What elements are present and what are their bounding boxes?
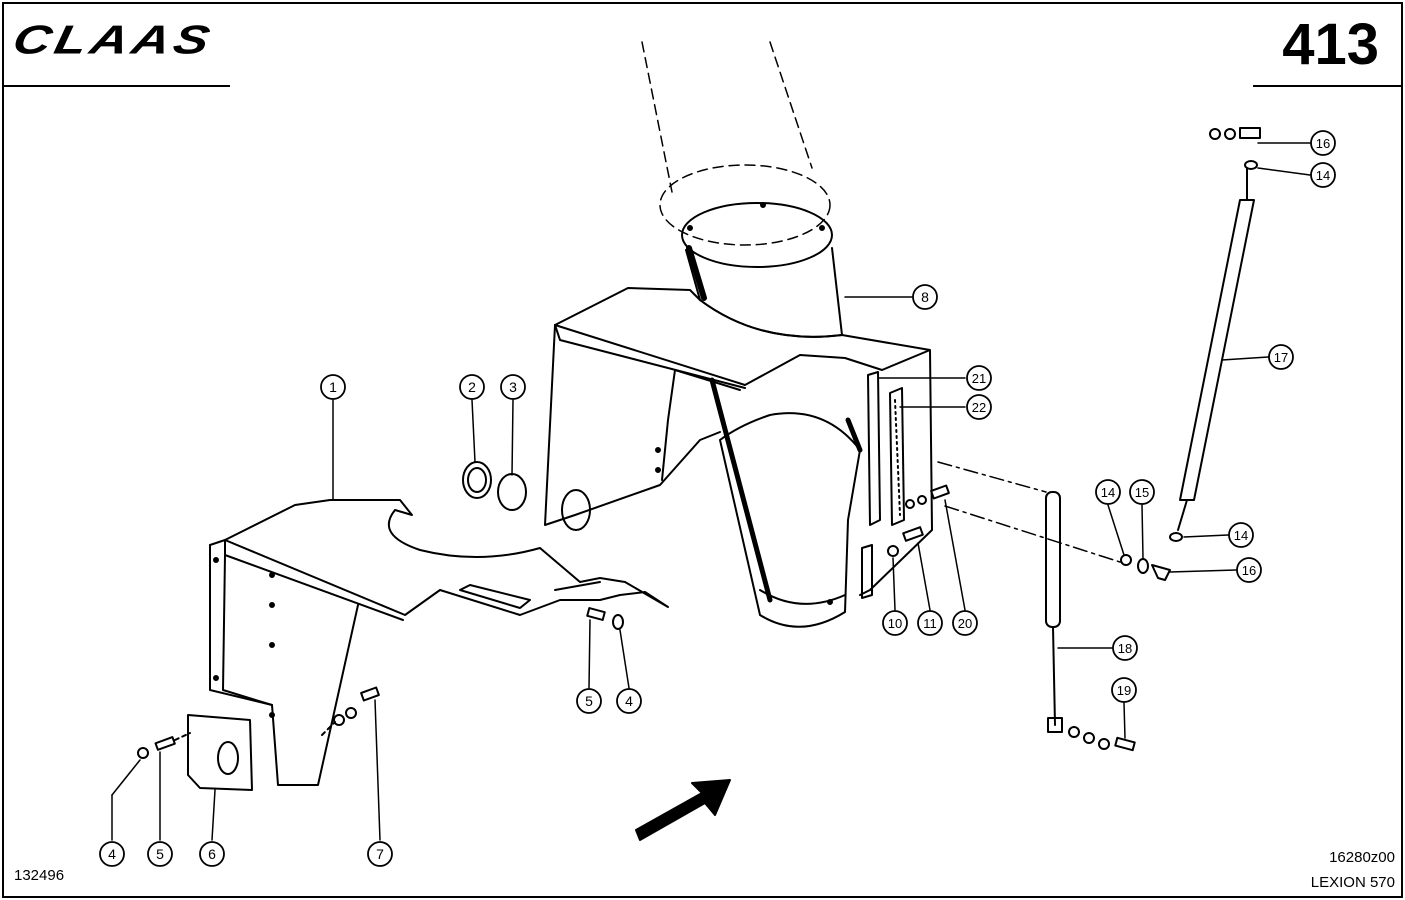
ring-seal-3: [497, 473, 527, 511]
hood-housing: [544, 287, 933, 628]
spout-upper-part-8: [681, 202, 843, 338]
cover-plate-6: [187, 714, 253, 791]
svg-text:10: 10: [888, 616, 902, 631]
svg-text:20: 20: [958, 616, 972, 631]
svg-text:14: 14: [1101, 485, 1115, 500]
svg-text:1: 1: [329, 379, 337, 395]
callout-7: 7: [367, 841, 393, 867]
support-rod-17: [1120, 127, 1261, 581]
callout-20: 20: [952, 610, 978, 636]
callout-5: 5: [576, 688, 602, 714]
leader-lines: [111, 142, 1311, 841]
callout-6: 6: [199, 841, 225, 867]
callout-1: 1: [320, 374, 346, 400]
callout-balloons: 1 2 3 4 5 4 5 6 7 8 10 11 20 21 22 16 14…: [99, 130, 1336, 867]
svg-text:3: 3: [509, 379, 517, 395]
callout-16-upper: 16: [1310, 130, 1336, 156]
gas-strut-18: [937, 461, 1136, 752]
svg-text:6: 6: [208, 846, 216, 862]
callout-22: 22: [966, 394, 992, 420]
svg-text:16: 16: [1316, 136, 1330, 151]
hardware-10-11-20: [887, 484, 950, 557]
callout-3: 3: [500, 374, 526, 400]
ring-clamp-2: [462, 461, 492, 499]
svg-text:22: 22: [972, 400, 986, 415]
callout-11: 11: [917, 610, 943, 636]
svg-text:7: 7: [376, 846, 384, 862]
machine-model: LEXION 570: [1310, 874, 1395, 891]
svg-text:2: 2: [468, 379, 476, 395]
svg-text:19: 19: [1117, 683, 1131, 698]
svg-text:4: 4: [625, 693, 633, 709]
lower-guard-part-1: [209, 499, 669, 786]
svg-text:11: 11: [923, 616, 937, 631]
callout-14-lower: 14: [1228, 522, 1254, 548]
callout-18: 18: [1112, 635, 1138, 661]
svg-text:8: 8: [921, 289, 929, 305]
callout-5-lower: 5: [147, 841, 173, 867]
sheet-number: 413: [1282, 12, 1379, 77]
svg-text:17: 17: [1274, 350, 1288, 365]
callout-15: 15: [1129, 479, 1155, 505]
callout-8: 8: [912, 284, 938, 310]
callout-17: 17: [1268, 344, 1294, 370]
callout-19: 19: [1111, 677, 1137, 703]
callout-14-middle: 14: [1095, 479, 1121, 505]
callout-16-lower: 16: [1236, 557, 1262, 583]
svg-text:5: 5: [156, 846, 164, 862]
svg-text:15: 15: [1135, 485, 1149, 500]
svg-text:4: 4: [108, 846, 116, 862]
spout-tube-outline: [641, 41, 831, 246]
drawing-number: 16280z00: [1329, 849, 1395, 866]
callout-2: 2: [459, 374, 485, 400]
flow-direction-arrow-icon: [635, 779, 731, 841]
svg-text:14: 14: [1316, 168, 1330, 183]
svg-text:16: 16: [1242, 563, 1256, 578]
svg-text:5: 5: [585, 693, 593, 709]
svg-text:14: 14: [1234, 528, 1248, 543]
svg-text:18: 18: [1118, 641, 1132, 656]
fasteners-4-5-7: [137, 607, 624, 759]
callout-10: 10: [882, 610, 908, 636]
callout-4: 4: [616, 688, 642, 714]
callout-4-lower: 4: [99, 841, 125, 867]
seal-strip-21-22: [861, 371, 905, 599]
svg-text:21: 21: [972, 371, 986, 386]
callout-14-upper: 14: [1310, 162, 1336, 188]
document-number: 132496: [14, 867, 65, 884]
callout-21: 21: [966, 365, 992, 391]
